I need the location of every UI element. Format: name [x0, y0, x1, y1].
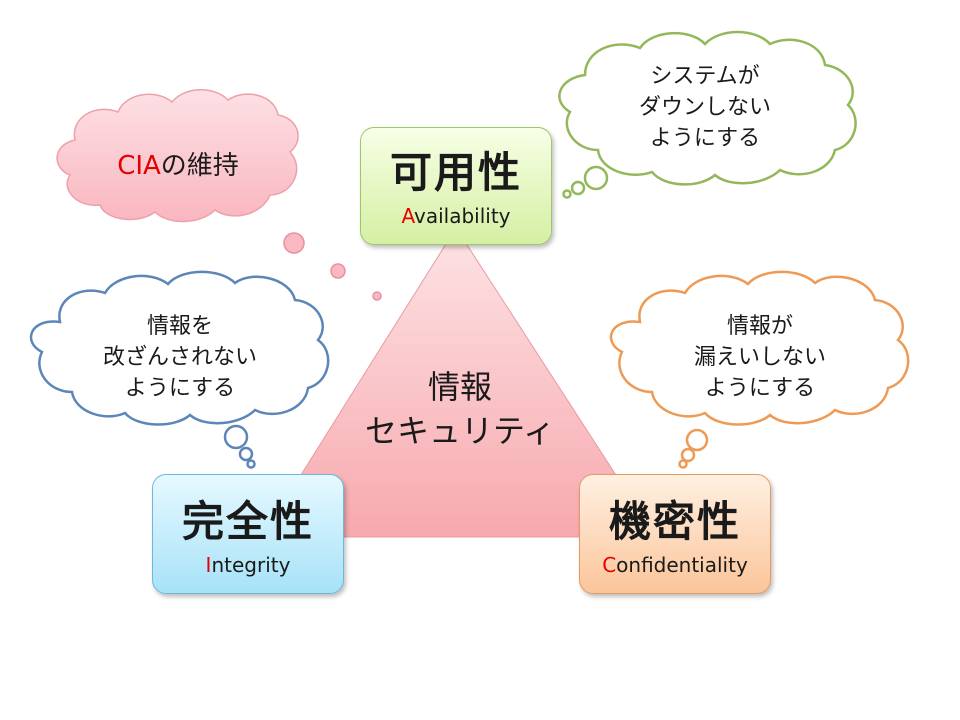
- integrity-bubble-text: 情報を 改ざんされない ようにする: [45, 312, 315, 404]
- availability-bubble-line: ようにする: [649, 125, 761, 151]
- confidentiality-bubble-line: ようにする: [704, 375, 816, 401]
- cia-accent: CIA: [117, 151, 161, 181]
- integrity-initial: I: [205, 553, 212, 577]
- confidentiality-bubble-line: 情報が: [726, 314, 793, 339]
- confidentiality-subtitle: Confidentiality: [580, 553, 770, 577]
- integrity-rest: ntegrity: [211, 553, 291, 577]
- integrity-title: 完全性: [181, 497, 314, 546]
- integrity-bubble-line: 改ざんされない: [102, 344, 257, 370]
- integrity-thought-cloud: [29, 270, 330, 469]
- integrity-bubble-line: ようにする: [124, 375, 236, 401]
- center-label: 情報 セキュリティ: [330, 365, 590, 453]
- confidentiality-box: 機密性 Confidentiality: [579, 474, 771, 594]
- confidentiality-title: 機密性: [608, 497, 741, 546]
- confidentiality-initial: C: [602, 553, 617, 577]
- availability-bubble-line: システムが: [650, 64, 760, 89]
- integrity-subtitle: Integrity: [153, 553, 343, 577]
- availability-thought-cloud: [558, 30, 857, 199]
- cia-thought-cloud: [56, 89, 382, 301]
- security-triangle: [261, 227, 657, 538]
- availability-rest: vailability: [414, 204, 511, 228]
- cia-rest: の維持: [160, 151, 239, 181]
- availability-subtitle: Availability: [361, 204, 551, 228]
- center-label-line2: セキュリティ: [364, 412, 556, 451]
- availability-box: 可用性 Availability: [360, 127, 552, 245]
- confidentiality-rest: onfidentiality: [616, 553, 748, 577]
- availability-initial: A: [401, 204, 414, 228]
- availability-bubble-text: システムが ダウンしない ようにする: [580, 62, 830, 154]
- cia-bubble-text: CIAの維持: [68, 150, 288, 184]
- integrity-box: 完全性 Integrity: [152, 474, 344, 594]
- availability-bubble-line: ダウンしない: [638, 94, 771, 120]
- confidentiality-bubble-line: 漏えいしない: [693, 344, 826, 370]
- confidentiality-thought-cloud: [609, 270, 910, 469]
- availability-title: 可用性: [389, 148, 522, 197]
- integrity-bubble-line: 情報を: [146, 314, 213, 339]
- confidentiality-bubble-text: 情報が 漏えいしない ようにする: [625, 312, 895, 404]
- center-label-line1: 情報: [427, 368, 492, 406]
